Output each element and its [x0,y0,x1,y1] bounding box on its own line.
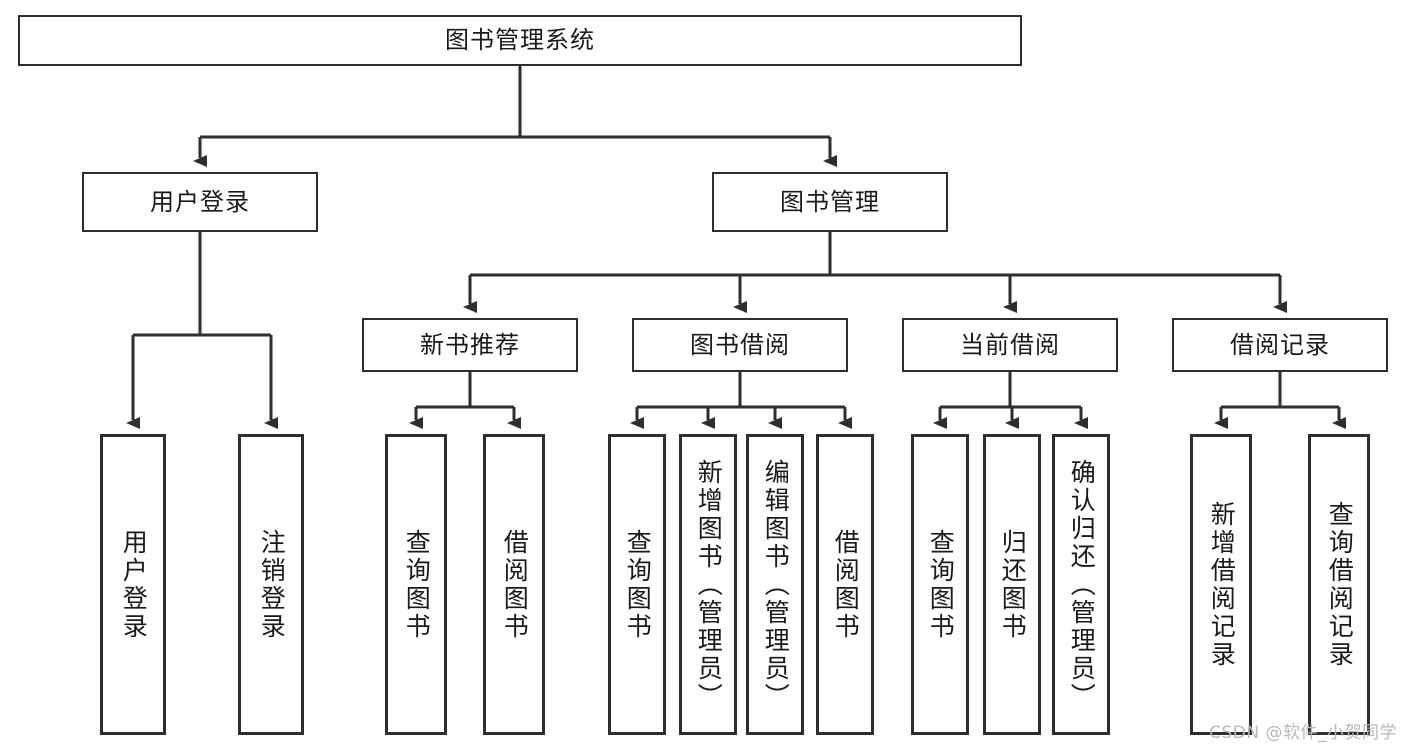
node-book-management[interactable]: 图书管理 [712,172,948,232]
node-user-login-label: 用户登录 [150,187,250,216]
node-borrow-record-label: 借阅记录 [1230,330,1330,359]
leaf-query-borrow-record-label: 查询借阅记录 [1325,500,1355,669]
leaf-add-borrow-record-label: 新增借阅记录 [1207,500,1237,669]
node-current-borrow[interactable]: 当前借阅 [902,318,1118,372]
node-new-book-recommend[interactable]: 新书推荐 [362,318,578,372]
leaf-query-book-borrow-label: 查询图书 [623,528,653,641]
leaf-return-book-label: 归还图书 [998,528,1028,641]
leaf-user-login[interactable]: 用户登录 [100,434,166,735]
leaf-borrow-book-label: 借阅图书 [831,528,861,641]
node-user-login[interactable]: 用户登录 [82,172,318,232]
leaf-query-book-borrow[interactable]: 查询图书 [608,434,666,735]
leaf-logout[interactable]: 注销登录 [238,434,304,735]
leaf-user-login-label: 用户登录 [119,528,149,641]
leaf-logout-label: 注销登录 [257,528,287,641]
leaf-query-book-current-label: 查询图书 [926,528,956,641]
node-current-borrow-label: 当前借阅 [960,330,1060,359]
leaf-query-book-newbook[interactable]: 查询图书 [385,434,447,735]
leaf-edit-book-admin-label: 编辑图书（管理员） [761,458,791,711]
node-book-borrow-label: 图书借阅 [690,330,790,359]
leaf-borrow-book-newbook-label: 借阅图书 [500,528,530,641]
node-book-borrow[interactable]: 图书借阅 [632,318,848,372]
node-book-management-label: 图书管理 [780,187,880,216]
node-new-book-recommend-label: 新书推荐 [420,330,520,359]
leaf-return-book[interactable]: 归还图书 [983,434,1041,735]
leaf-confirm-return-admin[interactable]: 确认归还（管理员） [1052,434,1110,735]
leaf-confirm-return-admin-label: 确认归还（管理员） [1067,458,1097,711]
node-root[interactable]: 图书管理系统 [18,15,1022,66]
leaf-add-book-admin[interactable]: 新增图书（管理员） [679,434,737,735]
leaf-query-book-current[interactable]: 查询图书 [911,434,969,735]
leaf-edit-book-admin[interactable]: 编辑图书（管理员） [746,434,804,735]
leaf-add-book-admin-label: 新增图书（管理员） [694,458,724,711]
leaf-borrow-book[interactable]: 借阅图书 [816,434,874,735]
node-root-label: 图书管理系统 [445,26,595,55]
leaf-borrow-book-newbook[interactable]: 借阅图书 [483,434,545,735]
leaf-query-book-newbook-label: 查询图书 [402,528,432,641]
watermark-text: CSDN @软件_小贺同学 [1209,723,1397,743]
leaf-add-borrow-record[interactable]: 新增借阅记录 [1190,434,1252,735]
node-borrow-record[interactable]: 借阅记录 [1172,318,1388,372]
leaf-query-borrow-record[interactable]: 查询借阅记录 [1308,434,1370,735]
